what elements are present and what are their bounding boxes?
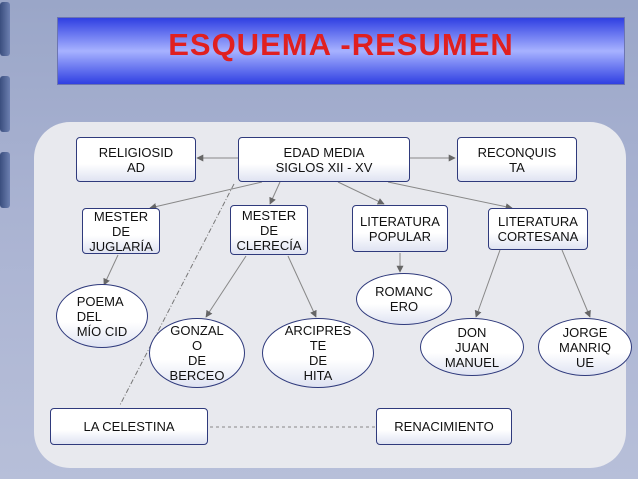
node-mester-juglaria-label: MESTER DE JUGLARÍA bbox=[89, 208, 153, 254]
node-mester-clerecia-label: MESTER DE CLERECÍA bbox=[236, 207, 302, 253]
arrow-clerecia-hita bbox=[287, 255, 317, 318]
node-la-celestina: LA CELESTINA bbox=[50, 408, 208, 445]
arrow-juglaria-cid bbox=[103, 254, 119, 286]
node-arcipreste-hita-label: ARCIPRES TE DE HITA bbox=[284, 323, 352, 383]
node-reconquista: RECONQUIS TA bbox=[457, 137, 577, 182]
arrow-edadmedia-clerecia bbox=[269, 181, 281, 205]
arrow-clerecia-berceo bbox=[205, 255, 247, 318]
node-mester-juglaria: MESTER DE JUGLARÍA bbox=[82, 208, 160, 254]
node-religiosidad: RELIGIOSID AD bbox=[76, 137, 196, 182]
arrow-edadmedia-cortesana bbox=[387, 181, 513, 211]
node-don-juan-manuel: DON JUAN MANUEL bbox=[420, 318, 524, 376]
node-literatura-popular-label: LITERATURA POPULAR bbox=[360, 213, 440, 244]
node-gonzalo-berceo: GONZAL O DE BERCEO bbox=[149, 318, 245, 388]
node-poema-mio-cid: POEMA DEL MÍO CID bbox=[56, 284, 148, 348]
node-jorge-manrique-label: JORGE MANRIQ UE bbox=[559, 324, 611, 370]
title-banner: ESQUEMA -RESUMEN bbox=[58, 18, 624, 84]
node-poema-mio-cid-label: POEMA DEL MÍO CID bbox=[76, 293, 128, 339]
node-literatura-cortesana-label: LITERATURA CORTESANA bbox=[497, 214, 579, 244]
node-mester-clerecia: MESTER DE CLERECÍA bbox=[230, 205, 308, 255]
node-edad-media-label: EDAD MEDIA SIGLOS XII - XV bbox=[275, 144, 373, 175]
node-la-celestina-label: LA CELESTINA bbox=[83, 419, 175, 434]
node-literatura-popular: LITERATURA POPULAR bbox=[352, 205, 448, 252]
dashed-edadmedia-celestina bbox=[119, 183, 235, 406]
node-romancero-label: ROMANC ERO bbox=[375, 284, 433, 314]
node-gonzalo-berceo-label: GONZAL O DE BERCEO bbox=[169, 323, 225, 383]
node-romancero: ROMANC ERO bbox=[356, 273, 452, 325]
node-renacimiento: RENACIMIENTO bbox=[376, 408, 512, 445]
arrow-edadmedia-juglaria bbox=[149, 181, 263, 210]
left-edge-bar-bottom bbox=[0, 152, 10, 208]
node-literatura-cortesana: LITERATURA CORTESANA bbox=[488, 208, 588, 250]
arrow-cortesana-donjuan bbox=[474, 249, 501, 318]
page-title: ESQUEMA -RESUMEN bbox=[168, 27, 514, 62]
arrow-edadmedia-popular bbox=[337, 181, 385, 205]
node-reconquista-label: RECONQUIS TA bbox=[477, 144, 557, 175]
arrow-cortesana-manrique bbox=[561, 249, 591, 318]
node-don-juan-manuel-label: DON JUAN MANUEL bbox=[444, 324, 500, 370]
node-religiosidad-label: RELIGIOSID AD bbox=[98, 144, 174, 175]
node-edad-media: EDAD MEDIA SIGLOS XII - XV bbox=[238, 137, 410, 182]
node-renacimiento-label: RENACIMIENTO bbox=[394, 419, 494, 434]
node-jorge-manrique: JORGE MANRIQ UE bbox=[538, 318, 632, 376]
left-edge-bar-top bbox=[0, 2, 10, 56]
node-arcipreste-hita: ARCIPRES TE DE HITA bbox=[262, 318, 374, 388]
left-edge-bar-middle bbox=[0, 76, 10, 132]
